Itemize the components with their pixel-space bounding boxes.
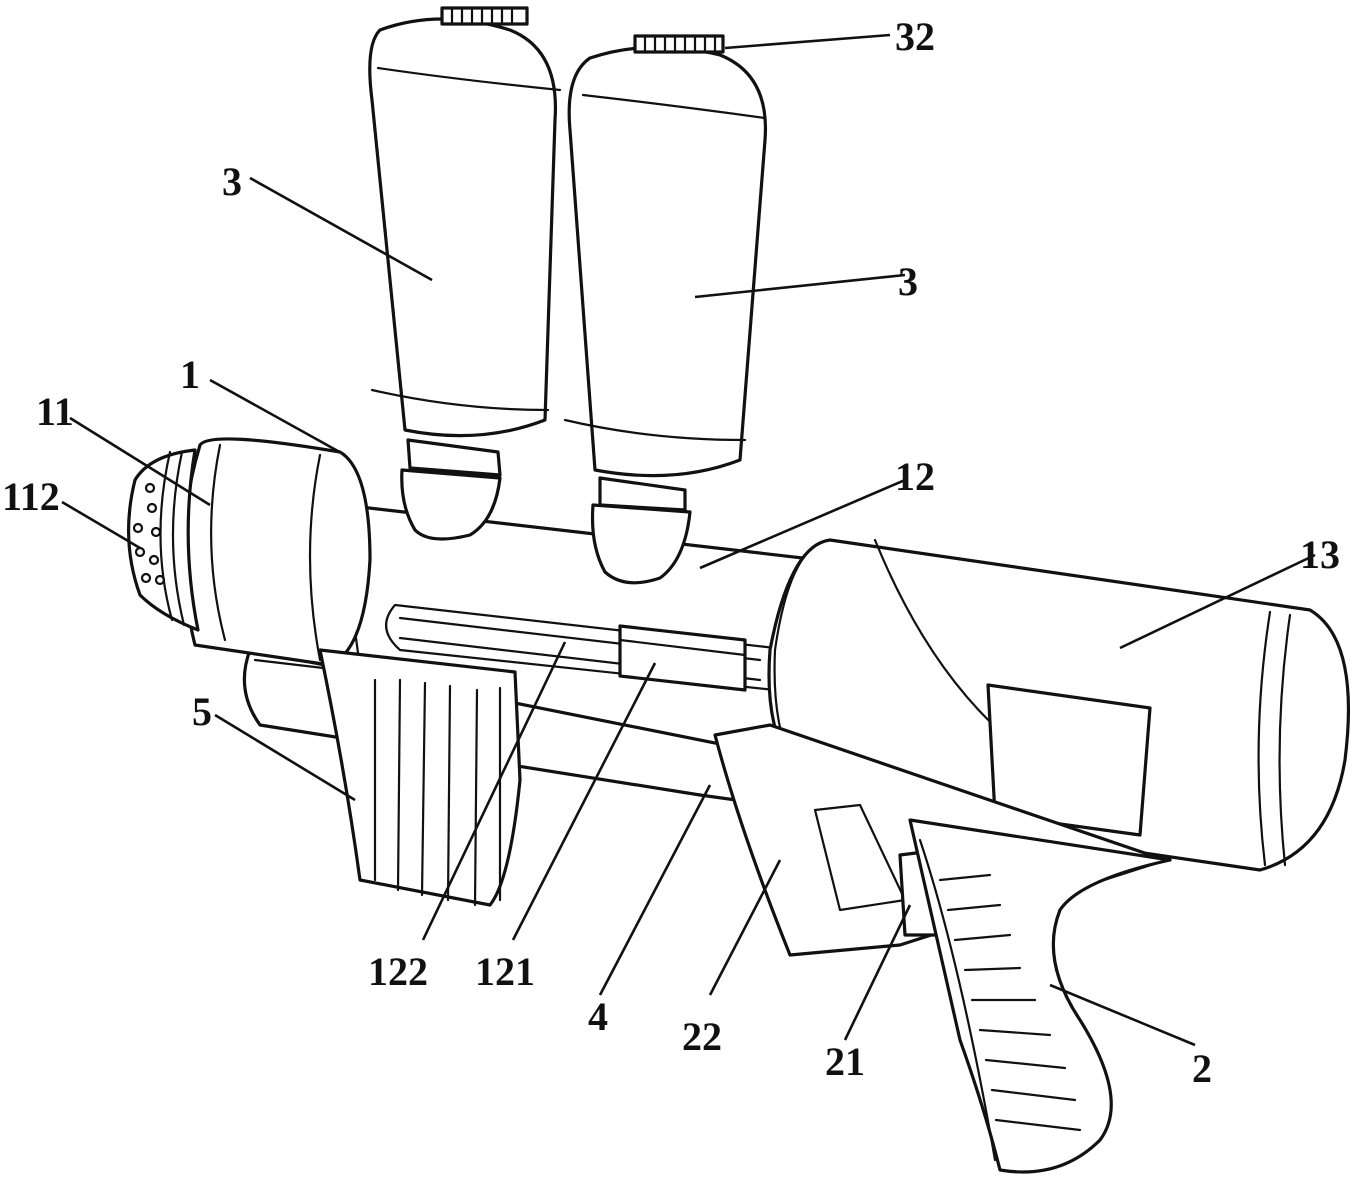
label-22: 22 bbox=[682, 1014, 722, 1059]
front-cylinder bbox=[184, 439, 370, 665]
label-1: 1 bbox=[180, 352, 200, 397]
label-21: 21 bbox=[825, 1039, 865, 1084]
water-tank-left bbox=[370, 19, 560, 539]
label-122: 122 bbox=[368, 949, 428, 994]
label-13: 13 bbox=[1300, 532, 1340, 577]
label-4: 4 bbox=[588, 994, 608, 1039]
water-tank-right bbox=[565, 47, 765, 583]
front-handle bbox=[320, 650, 520, 905]
label-3-left: 3 bbox=[222, 159, 242, 204]
label-121: 121 bbox=[475, 949, 535, 994]
label-32: 32 bbox=[895, 14, 935, 59]
label-112: 112 bbox=[2, 474, 60, 519]
label-3-right: 3 bbox=[898, 259, 918, 304]
label-12: 12 bbox=[895, 454, 935, 499]
label-2: 2 bbox=[1192, 1046, 1212, 1091]
pistol-grip bbox=[910, 820, 1170, 1172]
label-11: 11 bbox=[36, 389, 74, 434]
label-5: 5 bbox=[192, 689, 212, 734]
